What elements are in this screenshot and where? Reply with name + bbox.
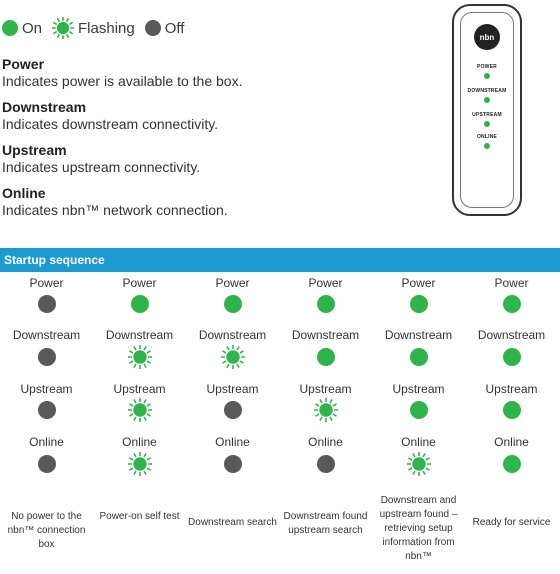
connection-box-illustration: nbn POWER DOWNSTREAM UPSTREAM ONLINE <box>452 4 522 216</box>
flashing-indicator-icon <box>220 344 245 374</box>
off-indicator-icon <box>37 295 56 318</box>
legend-off-label: Off <box>164 19 185 37</box>
legend-on: On <box>2 20 42 37</box>
sequence-row-label: Downstream <box>105 328 174 342</box>
device-label-upstream: UPSTREAM <box>472 112 502 118</box>
on-indicator-icon <box>223 295 242 318</box>
sequence-row-label: Upstream <box>206 382 259 396</box>
on-indicator-icon <box>502 401 521 424</box>
light-definitions: Power Indicates power is available to th… <box>2 56 312 228</box>
off-indicator-icon <box>37 348 56 371</box>
definition-title: Downstream <box>2 99 87 115</box>
off-indicator-icon <box>37 401 56 424</box>
on-indicator-icon <box>502 295 521 318</box>
sequence-row-label: Downstream <box>384 328 453 342</box>
sequence-step-caption: Downstream found upstream search <box>283 511 368 536</box>
sequence-step-caption: Downstream and upstream found – retrievi… <box>379 495 458 562</box>
legend-on-label: On <box>22 19 43 37</box>
off-indicator-icon <box>37 455 56 478</box>
definition-power: Power Indicates power is available to th… <box>2 56 312 90</box>
definition-title: Online <box>2 185 46 201</box>
flashing-indicator-icon <box>406 451 431 481</box>
definition-text: Indicates downstream connectivity. <box>2 116 219 132</box>
on-indicator-icon <box>502 455 521 478</box>
startup-sequence-header: Startup sequence <box>0 248 560 272</box>
sequence-row-label: Power <box>29 276 64 290</box>
legend: On Flashing Off <box>2 16 194 40</box>
sequence-step-caption: Downstream search <box>188 517 277 528</box>
sequence-row-label: Online <box>215 435 250 449</box>
definition-text: Indicates upstream connectivity. <box>2 159 201 175</box>
flashing-indicator-icon <box>313 397 338 427</box>
off-indicator-icon <box>316 455 335 478</box>
sequence-step-caption: Power-on self test <box>99 511 180 522</box>
flashing-indicator-icon <box>127 451 152 481</box>
definition-text: Indicates power is available to the box. <box>2 73 243 89</box>
device-led-power <box>484 73 490 79</box>
sequence-row-label: Power <box>308 276 343 290</box>
flashing-indicator-icon <box>127 344 152 374</box>
sequence-row-label: Upstream <box>113 382 166 396</box>
sequence-row-label: Online <box>122 435 157 449</box>
on-indicator-icon <box>316 295 335 318</box>
sequence-row-label: Power <box>215 276 250 290</box>
sequence-step-caption: No power to the nbn™ connection box <box>7 511 86 550</box>
on-indicator-icon <box>316 348 335 371</box>
sequence-row-label: Downstream <box>291 328 360 342</box>
definition-upstream: Upstream Indicates upstream connectivity… <box>2 142 312 176</box>
nbn-logo: nbn <box>474 24 500 50</box>
sequence-row-label: Online <box>29 435 64 449</box>
on-indicator-icon <box>2 20 18 36</box>
on-indicator-icon <box>409 348 428 371</box>
sequence-row-label: Downstream <box>477 328 546 342</box>
off-indicator-icon <box>223 401 242 424</box>
flashing-indicator-icon <box>127 397 152 427</box>
sequence-row-label: Power <box>494 276 529 290</box>
sequence-row-label: Upstream <box>485 382 538 396</box>
sequence-step-caption: Ready for service <box>472 517 551 528</box>
definition-title: Power <box>2 56 45 72</box>
sequence-row-label: Downstream <box>12 328 81 342</box>
definition-online: Online Indicates nbn™ network connection… <box>2 185 312 219</box>
legend-off: Off <box>144 19 185 37</box>
on-indicator-icon <box>409 295 428 318</box>
device-led-online <box>484 143 490 149</box>
sequence-row-label: Upstream <box>299 382 352 396</box>
sequence-row-label: Downstream <box>198 328 267 342</box>
startup-sequence-title: Startup sequence <box>4 253 105 267</box>
device-led-downstream <box>484 97 490 103</box>
definition-text: Indicates nbn™ network connection. <box>2 202 228 218</box>
sequence-row-label: Online <box>308 435 343 449</box>
sequence-row-label: Upstream <box>392 382 445 396</box>
off-indicator-icon <box>223 455 242 478</box>
device-label-online: ONLINE <box>476 134 498 140</box>
device-led-upstream <box>484 121 490 127</box>
on-indicator-icon <box>130 295 149 318</box>
sequence-row-label: Power <box>401 276 436 290</box>
sequence-row-label: Online <box>494 435 529 449</box>
legend-flashing: Flashing <box>52 17 135 39</box>
sequence-row-label: Power <box>122 276 157 290</box>
device-front-panel <box>460 12 514 208</box>
on-indicator-icon <box>409 401 428 424</box>
device-label-power: POWER <box>477 64 497 70</box>
definition-title: Upstream <box>2 142 67 158</box>
on-indicator-icon <box>502 348 521 371</box>
sequence-row-label: Upstream <box>20 382 73 396</box>
device-label-downstream: DOWNSTREAM <box>467 88 507 94</box>
definition-downstream: Downstream Indicates downstream connecti… <box>2 99 312 133</box>
off-indicator-icon <box>144 20 161 36</box>
sequence-row-label: Online <box>401 435 436 449</box>
flashing-indicator-icon <box>52 17 75 39</box>
legend-flashing-label: Flashing <box>78 19 135 37</box>
